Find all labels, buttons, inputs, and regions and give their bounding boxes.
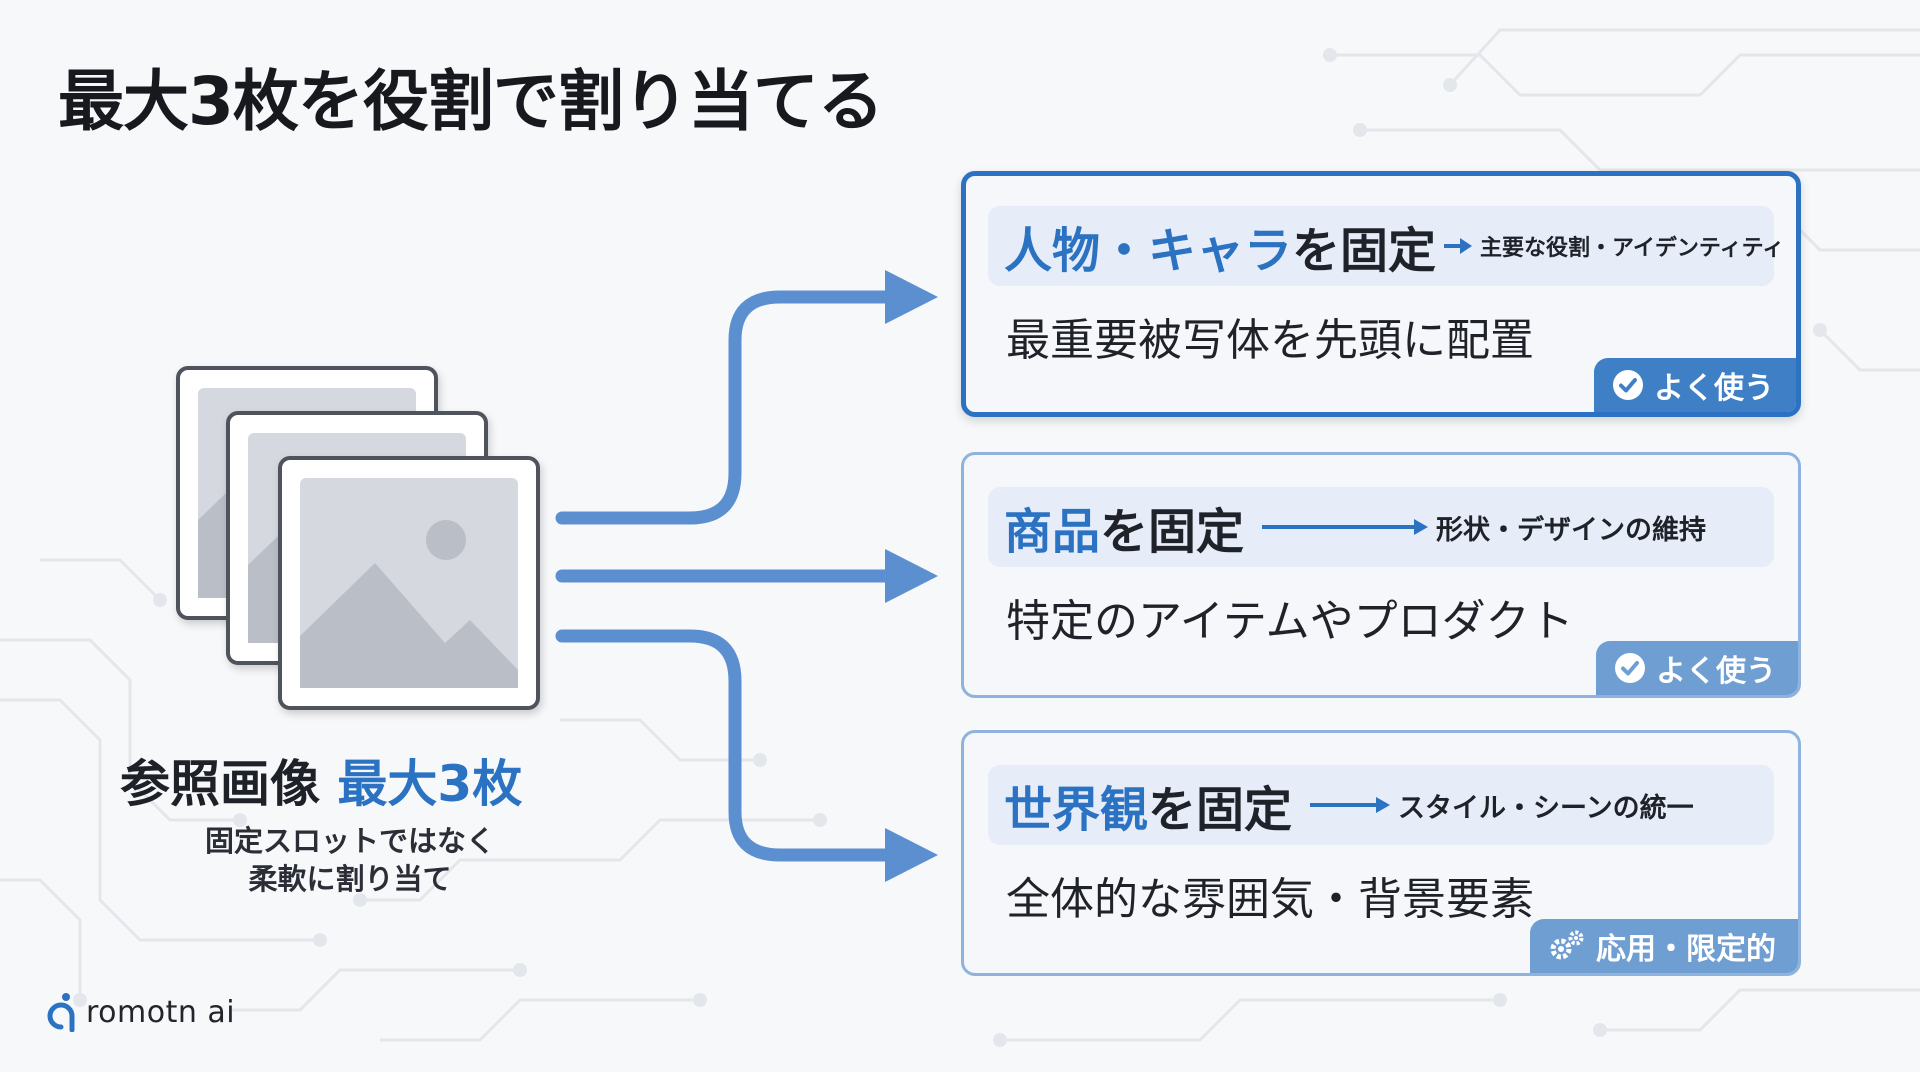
card-title-rest: を固定 xyxy=(1292,223,1437,279)
arrow-head-3 xyxy=(885,828,938,882)
card-title-accent: 人物・キャラ xyxy=(1004,223,1293,279)
arrow-right-icon xyxy=(1310,797,1391,813)
arrow-head-1 xyxy=(885,270,938,324)
card-header: 世界観 を固定 スタイル・シーンの統一 xyxy=(988,765,1774,845)
role-card-product: 商品 を固定 形状・デザインの維持 特定のアイテムやプロダクト よく使う xyxy=(961,452,1801,698)
check-circle-icon xyxy=(1613,370,1643,400)
reference-subtitle: 固定スロットではなく 柔軟に割り当て xyxy=(140,822,560,898)
arrow-right-icon xyxy=(1262,519,1429,535)
card-title-rest: を固定 xyxy=(1100,504,1245,560)
card-title-rest: を固定 xyxy=(1148,782,1293,838)
arrow-to-card-1 xyxy=(555,290,902,525)
card-body: 特定のアイテムやプロダクト xyxy=(1006,596,1574,647)
reference-heading-accent: 最大3枚 xyxy=(337,755,523,813)
badge-label: よく使う xyxy=(1656,654,1776,689)
usage-badge: 応用・限定的 xyxy=(1530,919,1798,973)
flow-arrows xyxy=(555,290,902,862)
reference-heading: 参照画像 最大3枚 xyxy=(120,744,580,816)
card-body: 最重要被写体を先頭に配置 xyxy=(1006,315,1534,366)
page-title: 最大3枚を役割で割り当てる xyxy=(58,63,884,140)
logo-mark-icon xyxy=(47,993,75,1032)
logo-text: romotn ai xyxy=(86,994,236,1030)
arrow-head-2 xyxy=(885,549,938,603)
usage-badge: よく使う xyxy=(1594,358,1796,412)
card-header: 商品 を固定 形状・デザインの維持 xyxy=(988,487,1774,567)
badge-label: 応用・限定的 xyxy=(1596,932,1776,967)
card-description: スタイル・シーンの統一 xyxy=(1398,792,1694,824)
reference-heading-main: 参照画像 xyxy=(120,755,320,813)
arrow-to-card-3 xyxy=(555,629,902,862)
card-description: 形状・デザインの維持 xyxy=(1436,514,1707,546)
card-body: 全体的な雰囲気・背景要素 xyxy=(1006,874,1534,925)
badge-label: よく使う xyxy=(1654,371,1774,406)
card-header: 人物・キャラ を固定 主要な役割・アイデンティティ xyxy=(988,206,1784,286)
arrow-right-icon xyxy=(1444,238,1473,254)
reference-images-stack-icon xyxy=(176,366,540,710)
reference-subtitle-line-1: 固定スロットではなく xyxy=(204,824,495,858)
card-description: 主要な役割・アイデンティティ xyxy=(1480,236,1785,261)
card-title-accent: 商品 xyxy=(1004,504,1101,560)
reference-subtitle-line-2: 柔軟に割り当て xyxy=(248,862,452,896)
brand-logo: romotn ai xyxy=(44,992,235,1032)
gears-icon xyxy=(1550,930,1584,960)
usage-badge: よく使う xyxy=(1596,641,1798,695)
card-title-accent: 世界観 xyxy=(1004,782,1149,838)
role-card-world: 世界観 を固定 スタイル・シーンの統一 全体的な雰囲気・背景要素 応用・限定的 xyxy=(961,730,1801,976)
role-card-character: 人物・キャラ を固定 主要な役割・アイデンティティ 最重要被写体を先頭に配置 よ… xyxy=(961,171,1801,417)
check-circle-icon xyxy=(1615,653,1645,683)
